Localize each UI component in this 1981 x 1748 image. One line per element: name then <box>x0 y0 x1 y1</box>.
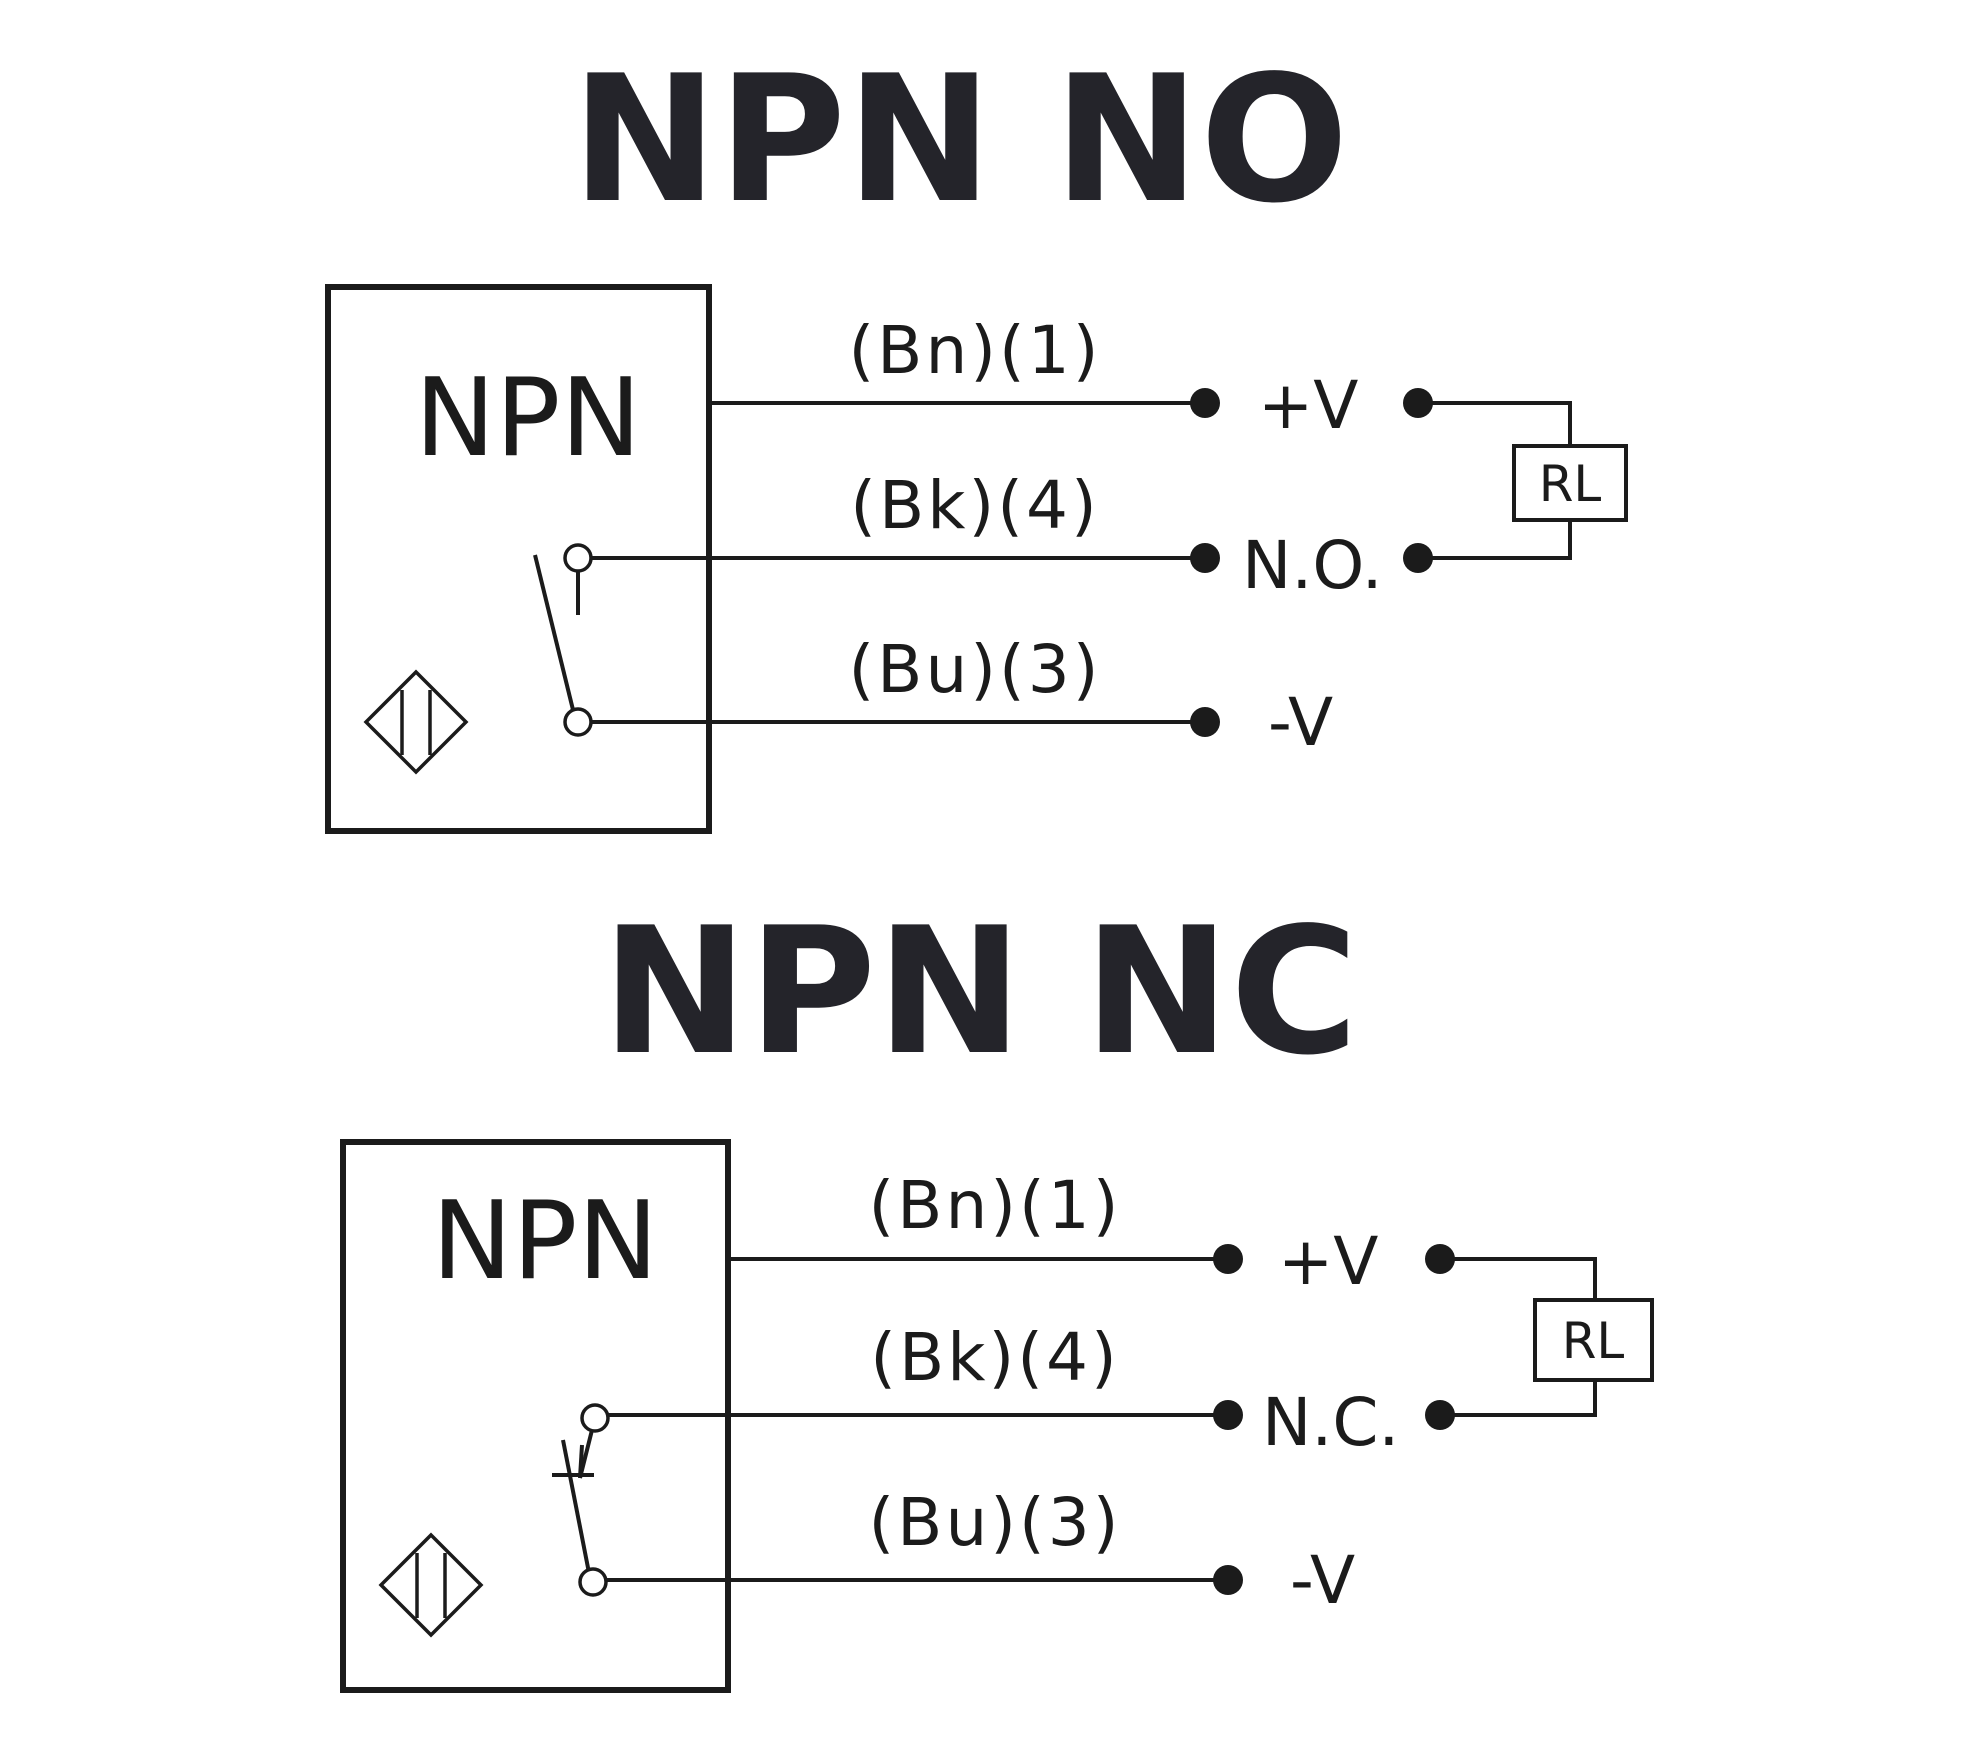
terminal-dot <box>1213 1400 1243 1430</box>
normally-closed-switch-icon <box>552 1403 610 1597</box>
load-resistor <box>1512 444 1628 522</box>
load-resistor <box>1533 1298 1654 1382</box>
terminal-label-output: N.C. <box>1262 1384 1399 1461</box>
terminal-dot <box>1213 1244 1243 1274</box>
normally-open-switch-icon <box>533 543 593 737</box>
terminal-label-minus-v: -V <box>1290 1542 1355 1619</box>
terminal-dot <box>1190 707 1220 737</box>
wire-label-blue: (Bu)(3) <box>848 631 1101 708</box>
terminal-dot <box>1213 1565 1243 1595</box>
load-label: RL <box>1539 455 1602 513</box>
npn-nc-title: NPN NC <box>602 891 1359 1094</box>
terminal-label-plus-v: +V <box>1278 1223 1378 1300</box>
npn-nc-diagram: NPN NC NPN (Bn)(1) (Bk)(4) (Bu)(3) +V <box>340 891 1654 1693</box>
sensor-label: NPN <box>432 1179 659 1304</box>
npn-no-title: NPN NO <box>571 39 1348 242</box>
inductive-sensor-icon <box>378 1532 484 1638</box>
load-circuit: RL <box>1425 1244 1654 1430</box>
load-circuit: RL <box>1403 388 1628 573</box>
wire-label-black: (Bk)(4) <box>850 467 1100 544</box>
terminal-dot <box>1190 388 1220 418</box>
terminal-label-minus-v: -V <box>1268 684 1333 761</box>
npn-no-diagram: NPN NO NPN (Bn)(1) (Bk)(4) (Bu)(3) +V N.… <box>325 39 1628 834</box>
sensor-label: NPN <box>415 356 642 481</box>
wire-label-brown: (Bn)(1) <box>848 312 1101 389</box>
wire-label-blue: (Bu)(3) <box>868 1484 1121 1561</box>
wire-label-black: (Bk)(4) <box>870 1319 1120 1396</box>
terminal-dot <box>1190 543 1220 573</box>
inductive-sensor-icon <box>363 669 469 775</box>
load-label: RL <box>1562 1312 1625 1370</box>
terminal-label-output: N.O. <box>1242 527 1383 604</box>
terminal-label-plus-v: +V <box>1258 367 1358 444</box>
wire-label-brown: (Bn)(1) <box>868 1167 1121 1244</box>
